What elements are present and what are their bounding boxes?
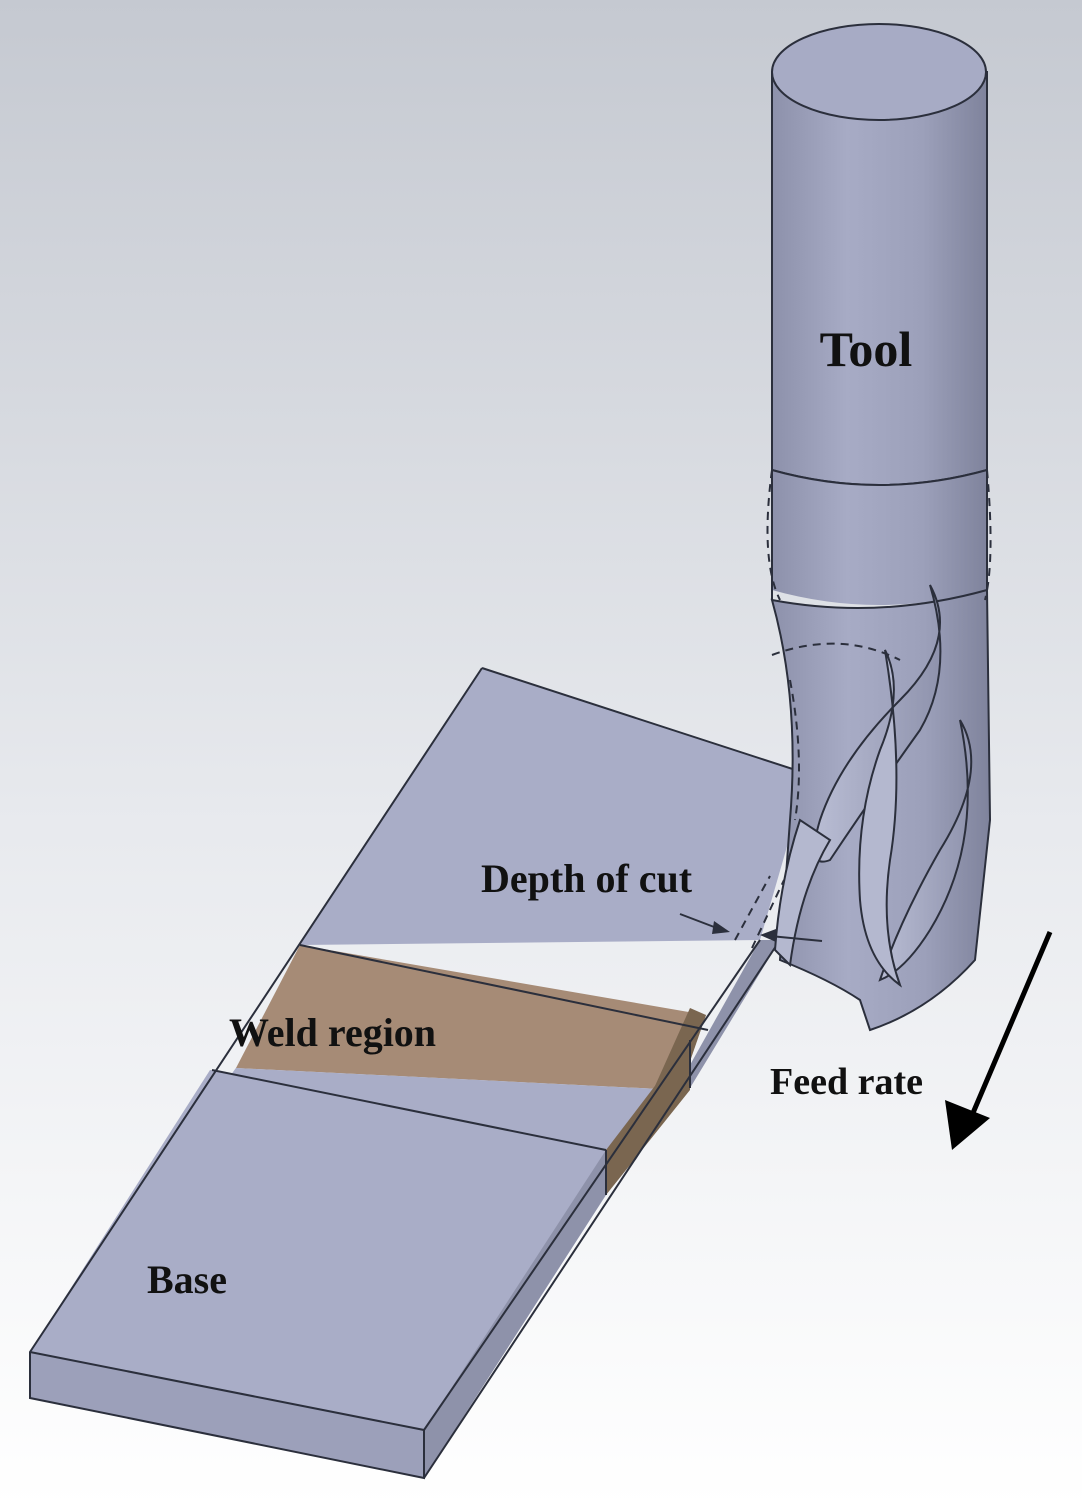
tool-top-face <box>771 23 987 121</box>
tool-flute-4 <box>773 818 832 968</box>
base-top-near-3 <box>30 1070 606 1430</box>
base-label: Base <box>147 1257 227 1302</box>
side-face-weld-b <box>606 1040 690 1195</box>
feed-rate-arrow <box>945 931 1053 1150</box>
tool-shank <box>771 71 988 486</box>
tool-flute-2 <box>878 719 973 982</box>
feed-rate-arrow-head <box>945 1100 990 1150</box>
base-top-far <box>300 668 808 945</box>
depth-arrow-head-left <box>712 921 730 934</box>
depth-of-cut-label: Depth of cut <box>481 856 693 901</box>
tool-neck <box>772 470 987 605</box>
feed-rate-label: Feed rate <box>770 1061 923 1103</box>
depth-arrow-head-right <box>760 929 776 942</box>
tool-label: Tool <box>820 321 913 377</box>
tool-flute-3 <box>858 649 903 988</box>
front-face <box>30 1352 424 1478</box>
workpiece <box>29 667 809 1480</box>
end-mill-tool <box>766 23 992 1032</box>
weld-region-label: Weld region <box>229 1010 436 1055</box>
depth-of-cut-marker <box>679 875 823 949</box>
weld-region-top <box>236 945 706 1090</box>
